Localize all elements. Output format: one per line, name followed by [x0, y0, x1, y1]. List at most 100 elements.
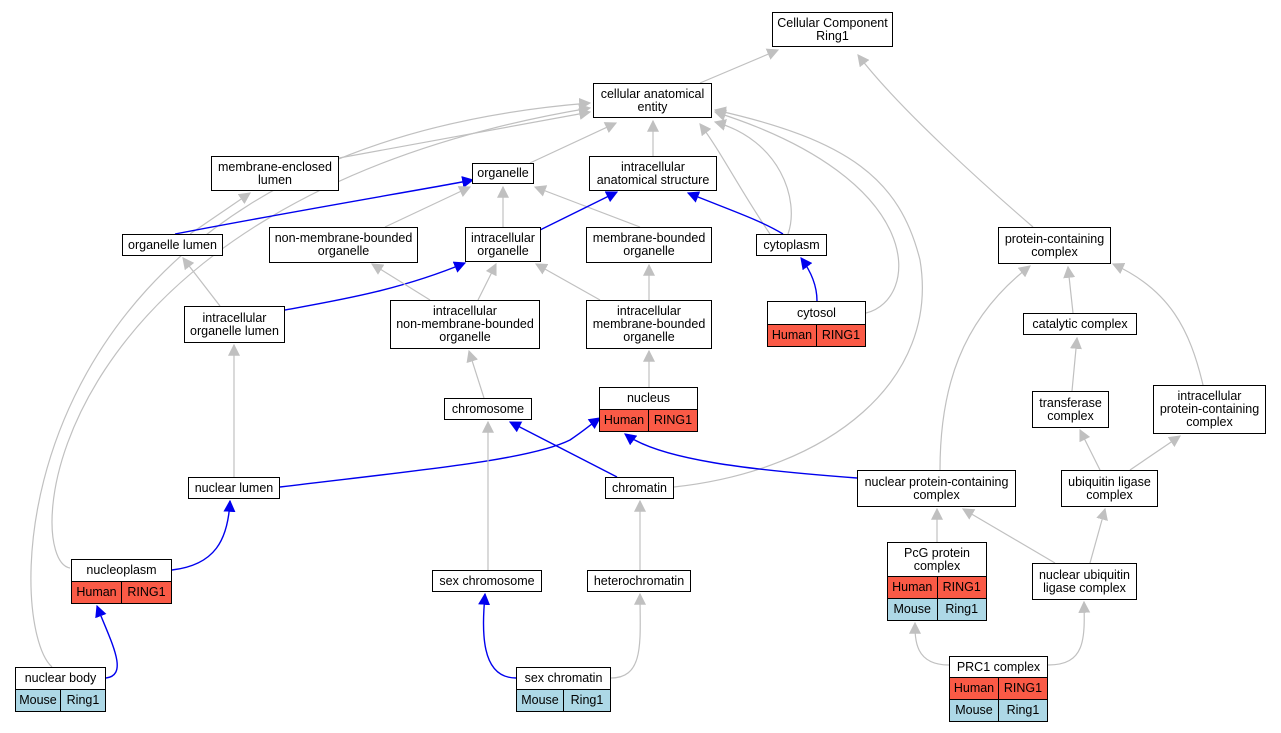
- node-catalytic[interactable]: catalytic complex: [1023, 313, 1137, 335]
- node-label-line: complex: [1031, 244, 1078, 259]
- edge-prc1-to-nulc: [1047, 600, 1091, 666]
- node-label-line: cellular anatomical: [600, 86, 705, 101]
- edge-io-to-ias: [539, 191, 619, 231]
- gene-cell: RING1: [121, 582, 171, 603]
- species-cell: Mouse: [19, 693, 57, 707]
- node-label: cytoplasm: [757, 235, 826, 255]
- node-label-line: organelle lumen: [190, 323, 279, 338]
- node-label: nuclear body: [16, 668, 105, 689]
- node-sex-chr[interactable]: sex chromosome: [432, 570, 542, 592]
- node-label-line: intracellular: [202, 310, 267, 325]
- node-label: chromatin: [606, 478, 673, 498]
- edge-transferase-to-catalytic: [1070, 336, 1082, 392]
- edge-imbo-to-io: [534, 263, 601, 301]
- node-label-line: cytosol: [797, 305, 836, 320]
- node-label-line: PcG protein: [903, 545, 970, 560]
- node-org-lumen[interactable]: organelle lumen: [122, 234, 223, 256]
- node-label: nucleus: [600, 388, 697, 409]
- node-label-line: nuclear ubiquitin: [1038, 567, 1131, 582]
- edge-npcc-to-nucleus: [624, 433, 858, 479]
- species-cell: Mouse: [955, 703, 993, 717]
- node-label-line: complex: [1047, 408, 1094, 423]
- gene-cell: Ring1: [936, 599, 987, 620]
- edge-cytoplasm-to-cae: [699, 123, 771, 235]
- node-label-line: ligase complex: [1043, 580, 1126, 595]
- gene-cell: Ring1: [563, 690, 610, 711]
- node-organelle[interactable]: organelle: [472, 163, 534, 184]
- node-heterochromatin[interactable]: heterochromatin: [587, 570, 691, 592]
- node-label-line: complex: [1186, 415, 1233, 429]
- species-cell: Human: [953, 681, 995, 695]
- edge-nuclear-body-to-cae: [30, 97, 592, 668]
- node-label-line: intracellular: [617, 304, 681, 318]
- species-cell: Human: [603, 413, 645, 427]
- edge-chromosome-to-inmbo: [466, 349, 485, 399]
- node-label-line: non-membrane-bounded: [396, 317, 534, 331]
- node-label: chromosome: [445, 399, 531, 419]
- node-chromosome[interactable]: chromosome: [444, 398, 532, 420]
- node-label-line: organelle: [623, 330, 675, 344]
- edge-cytosol-to-cae: [713, 109, 900, 314]
- node-label-line: organelle: [623, 244, 675, 258]
- node-label-line: membrane-enclosed: [218, 159, 332, 174]
- node-label: cytosol: [768, 302, 865, 324]
- node-label-line: membrane-bounded: [592, 317, 706, 331]
- node-chromatin[interactable]: chromatin: [605, 477, 674, 499]
- edge-ulc-to-ipcc: [1129, 435, 1181, 471]
- gene-cell: Ring1: [998, 700, 1047, 721]
- node-label: organelle: [473, 164, 533, 183]
- edge-cae-to-cc-ring1: [699, 48, 780, 84]
- node-cytoplasm[interactable]: cytoplasm: [756, 234, 827, 256]
- node-label-line: PRC1 complex: [956, 659, 1041, 674]
- edge-chromatin-to-chromosome: [508, 421, 618, 478]
- node-label-line: anatomical structure: [596, 172, 710, 187]
- node-nuc-lumen[interactable]: nuclear lumen: [188, 477, 280, 499]
- edge-cytosol-to-cytoplasm: [800, 257, 818, 302]
- edge-prc1-to-pcg: [909, 621, 950, 666]
- node-label-line: entity: [637, 99, 668, 114]
- edge-catalytic-to-pcc: [1063, 265, 1076, 314]
- edge-nucleoplasm-to-cae: [51, 103, 592, 569]
